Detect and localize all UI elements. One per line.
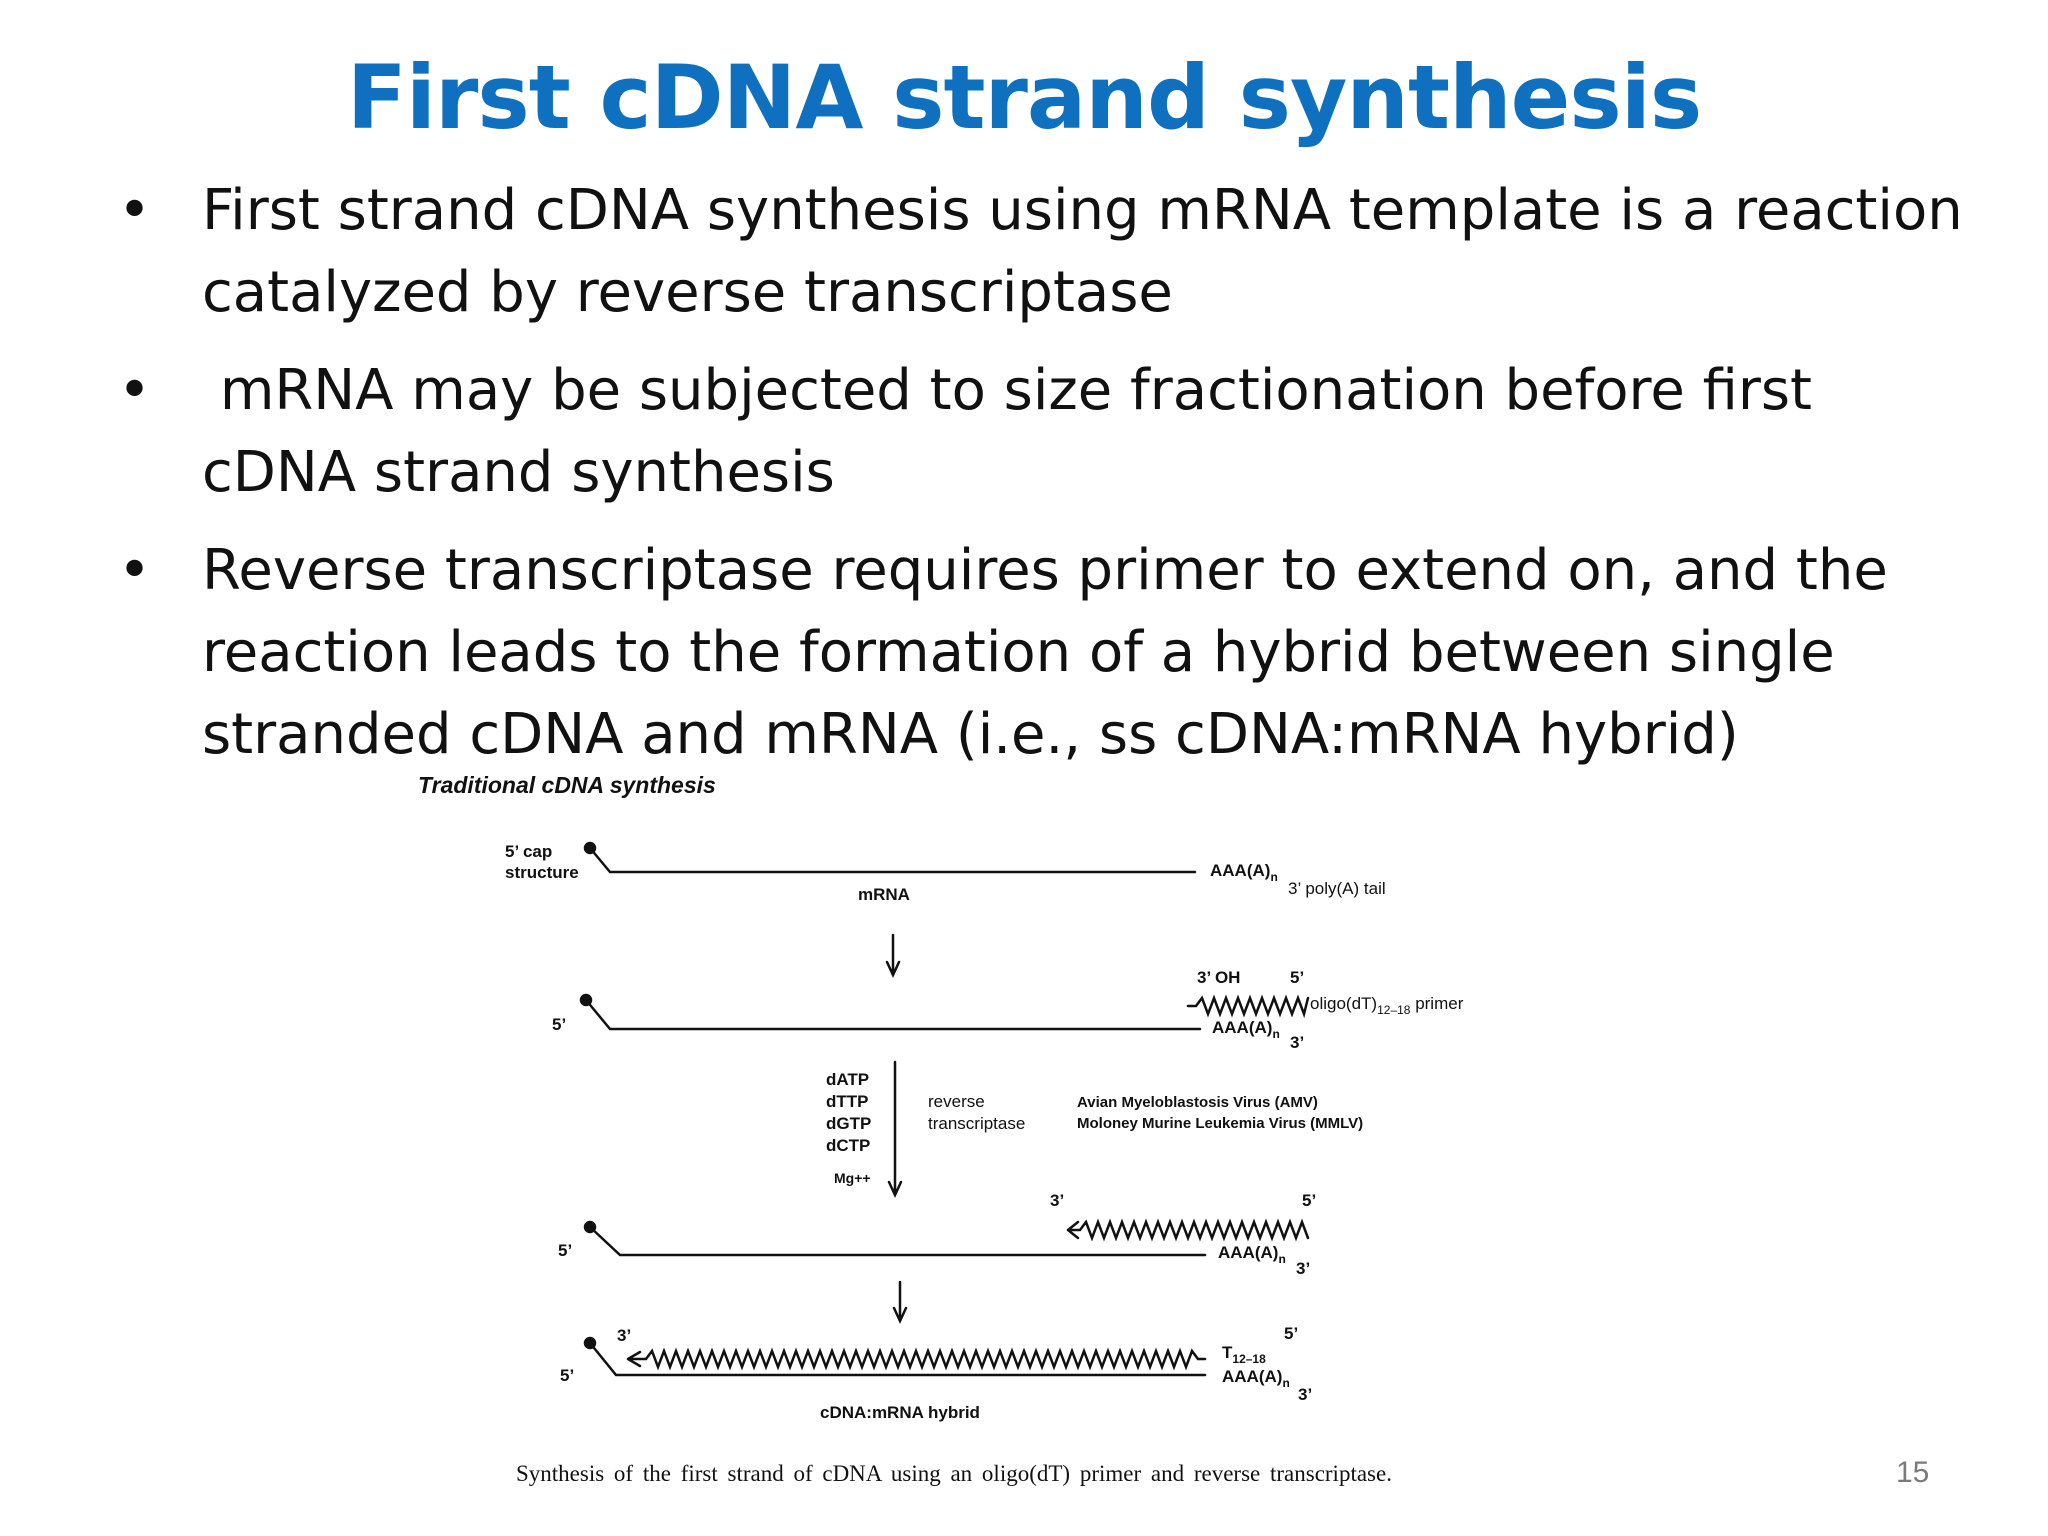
mrna-strand-2: [584, 998, 1202, 1031]
bullet-item-3: • Reverse transcriptase requires primer …: [118, 530, 1978, 776]
row3-5prime-label: 5’: [558, 1241, 572, 1260]
polya-subscript: n: [1278, 1252, 1285, 1266]
primer-suffix: primer: [1410, 994, 1463, 1013]
nucleotide-dttp: dTTP: [826, 1092, 869, 1111]
enzyme-source-2: Moloney Murine Leukemia Virus (MMLV): [1077, 1115, 1363, 1132]
polya-subscript: n: [1272, 1027, 1279, 1041]
cap-dot-1: [583, 841, 597, 855]
t-label: T12–18: [1222, 1343, 1266, 1366]
row2-5prime-label: 5’: [552, 1015, 566, 1034]
nucleotide-dctp: dCTP: [826, 1136, 870, 1155]
primer-subscript: 12–18: [1377, 1003, 1411, 1017]
mrna-label: mRNA: [858, 885, 910, 904]
row4-3prime-label: 3’: [617, 1326, 631, 1345]
bullet-text-1: First strand cDNA synthesis using mRNA t…: [202, 178, 1963, 325]
cap-dot-2: [579, 993, 593, 1007]
arrow-down-3: [892, 1280, 908, 1324]
polya-text: AAA(A): [1212, 1018, 1272, 1037]
polya-label-4: AAA(A)n: [1222, 1367, 1290, 1390]
polya-text: AAA(A): [1210, 861, 1270, 880]
cap-dot-4: [583, 1336, 597, 1350]
bullet-dot: •: [118, 178, 152, 243]
cdna-zigzag-4: [626, 1347, 1207, 1371]
bullet-text-2: mRNA may be subjected to size fractionat…: [202, 358, 1830, 505]
arrow-down-1: [885, 933, 901, 978]
enzyme-label-line-1: reverse: [928, 1092, 985, 1111]
primer-zigzag-2: [1186, 994, 1310, 1019]
polya-subscript: n: [1270, 870, 1277, 884]
figure-caption: Synthesis of the first strand of cDNA us…: [516, 1461, 1392, 1486]
polya-label-3: AAA(A)n: [1218, 1243, 1286, 1266]
polya-subscript: n: [1282, 1376, 1289, 1390]
row3-5prime-top-label: 5’: [1302, 1191, 1316, 1210]
bullet-item-2: • mRNA may be subjected to size fraction…: [118, 350, 1978, 514]
bullet-dot: •: [118, 538, 152, 603]
polya-tail-label: 3’ poly(A) tail: [1288, 879, 1386, 898]
polya-text: AAA(A): [1218, 1243, 1278, 1262]
bullet-text-3: Reverse transcriptase requires primer to…: [202, 538, 1888, 767]
enzyme-source-1: Avian Myeloblastosis Virus (AMV): [1077, 1094, 1318, 1111]
cap-label-line-1: 5’ cap: [505, 842, 552, 861]
row4-5prime-top-label: 5’: [1284, 1324, 1298, 1343]
cofactor-label: Mg++: [834, 1170, 871, 1186]
row3-3prime-bottom-label: 3’: [1296, 1259, 1310, 1278]
cdna-zigzag-3: [1066, 1218, 1310, 1242]
page-number: 15: [1896, 1456, 1930, 1489]
nucleotide-datp: dATP: [826, 1070, 869, 1089]
primer-label: oligo(dT)12–18 primer: [1310, 994, 1464, 1017]
cap-label-line-2: structure: [505, 863, 579, 882]
primer-text: oligo(dT): [1310, 994, 1377, 1013]
figure-title: Traditional cDNA synthesis: [418, 772, 716, 798]
polya-text: AAA(A): [1222, 1367, 1282, 1386]
polya-label-1: AAA(A)n: [1210, 861, 1278, 884]
cap-dot-3: [583, 1220, 597, 1234]
bullet-list: • First strand cDNA synthesis using mRNA…: [118, 170, 1978, 792]
row4-3prime-bottom-label: 3’: [1298, 1385, 1312, 1404]
bullet-dot: •: [118, 358, 152, 423]
polya-label-2: AAA(A)n: [1212, 1018, 1280, 1041]
oh-label: 3’ OH: [1197, 968, 1240, 987]
bullet-item-1: • First strand cDNA synthesis using mRNA…: [118, 170, 1978, 334]
arrow-down-2: [887, 1060, 903, 1198]
row3-3prime-label: 3’: [1050, 1191, 1064, 1210]
nucleotide-dgtp: dGTP: [826, 1114, 871, 1133]
mrna-strand-4: [588, 1341, 1207, 1377]
mrna-strand-1: [588, 846, 1197, 874]
mrna-strand-3: [588, 1225, 1207, 1257]
slide-title: First cDNA strand synthesis: [346, 46, 1703, 149]
row2-3prime-label: 3’: [1290, 1033, 1304, 1052]
primer-5prime-label: 5’: [1290, 968, 1304, 987]
hybrid-label: cDNA:mRNA hybrid: [820, 1403, 980, 1422]
t-text: T: [1222, 1343, 1233, 1362]
row4-5prime-label: 5’: [560, 1366, 574, 1385]
enzyme-label-line-2: transcriptase: [928, 1114, 1025, 1133]
t-subscript: 12–18: [1232, 1352, 1266, 1366]
